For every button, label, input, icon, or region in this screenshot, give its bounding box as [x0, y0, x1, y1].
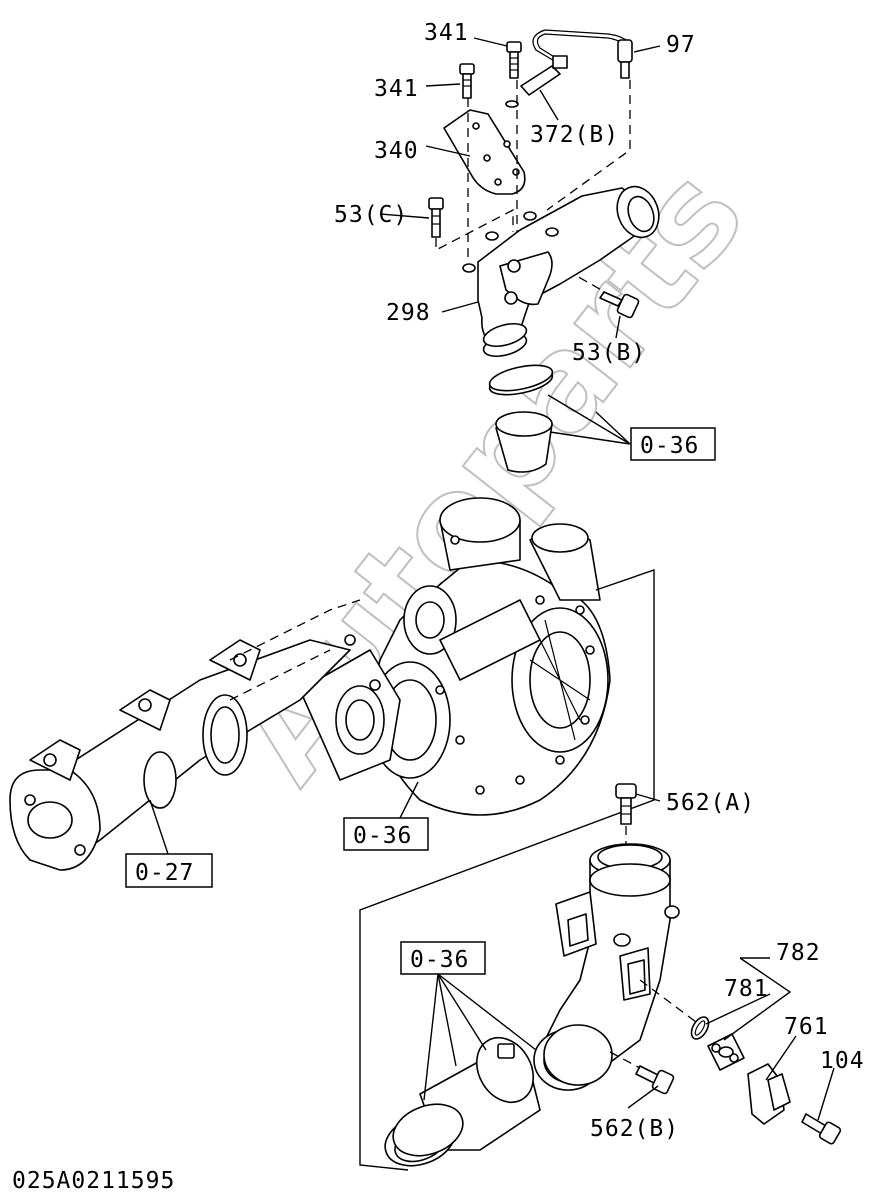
bolt-341-upper: [506, 41, 522, 79]
callout-562b: 562(B): [590, 1116, 679, 1142]
ref-0-27-label: 0-27: [135, 860, 194, 886]
callout-562a: 562(A): [666, 790, 755, 816]
ref-box-0-36-lower[interactable]: 0-36: [400, 941, 486, 975]
callout-53b: 53(B): [572, 340, 646, 366]
o-ring-781: [690, 1016, 710, 1040]
bolt-562a: [615, 783, 637, 825]
callout-372b: 372(B): [530, 122, 619, 148]
bolt-104: [801, 1113, 842, 1145]
hose-clamp-lower: [384, 1103, 464, 1167]
hose-upper: [495, 411, 553, 473]
ref-box-0-36-turbo[interactable]: 0-36: [343, 817, 429, 851]
ref-box-0-27[interactable]: 0-27: [125, 853, 213, 888]
sensor-97: [532, 29, 633, 79]
bolt-341-left: [459, 63, 475, 99]
pipe-298: [462, 185, 660, 358]
callout-782: 782: [776, 940, 821, 966]
exhaust-pipe: [9, 639, 351, 871]
callout-298: 298: [386, 300, 431, 326]
hose-clamp-upper: [488, 364, 554, 396]
ref-0-36-turbo-label: 0-36: [353, 823, 412, 849]
ref-0-36-top-label: 0-36: [640, 433, 699, 459]
callout-341-left: 341: [374, 76, 419, 102]
bracket-340: [443, 109, 526, 195]
callout-53c: 53(C): [334, 202, 408, 228]
flange-782: [707, 1033, 745, 1071]
bolt-53b: [599, 291, 640, 319]
plate-372b: [505, 65, 561, 108]
ref-0-36-lower-label: 0-36: [410, 947, 469, 973]
callout-781: 781: [724, 976, 769, 1002]
bolt-53c: [428, 197, 444, 238]
callout-104: 104: [820, 1048, 865, 1074]
callout-340: 340: [374, 138, 419, 164]
ref-box-0-36-top[interactable]: 0-36: [630, 427, 716, 461]
sensor-761: [747, 1063, 791, 1125]
turbocharger: [299, 497, 611, 816]
elbow-pipe: [533, 843, 680, 1091]
callout-761: 761: [784, 1014, 829, 1040]
callout-341-upper: 341: [424, 20, 469, 46]
bolt-562b: [635, 1065, 675, 1095]
drawing-number: 025A0211595: [12, 1168, 175, 1194]
callout-97: 97: [666, 32, 696, 58]
